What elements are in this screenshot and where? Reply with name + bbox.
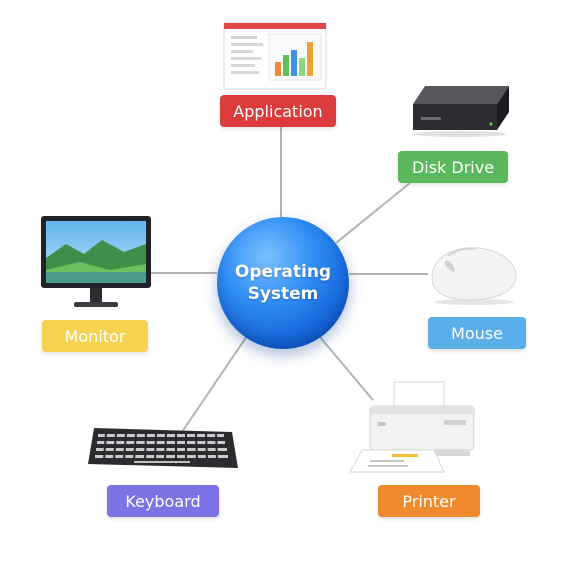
operating-system-hub: Operating System (217, 217, 349, 349)
connector-printer (319, 336, 374, 401)
mouse-tag: Mouse (428, 317, 526, 349)
connector-disk-drive (335, 182, 411, 244)
monitor-icon (41, 216, 151, 307)
application-tag: Application (220, 95, 336, 127)
application-window-icon (223, 22, 327, 90)
keyboard-label: Keyboard (125, 491, 201, 511)
keyboard-tag: Keyboard (107, 485, 219, 517)
printer-icon (349, 381, 475, 473)
mouse-label: Mouse (451, 323, 503, 343)
application-label: Application (233, 101, 323, 121)
monitor-tag: Monitor (42, 320, 148, 352)
operating-system-label: Operating System (234, 262, 332, 304)
mouse-icon (431, 247, 517, 305)
monitor-label: Monitor (64, 326, 126, 346)
keyboard-icon (88, 428, 238, 468)
printer-label: Printer (402, 491, 456, 511)
disk-drive-label: Disk Drive (411, 157, 495, 177)
disk-drive-icon (413, 86, 509, 137)
disk-drive-tag: Disk Drive (398, 151, 508, 183)
printer-tag: Printer (378, 485, 480, 517)
connector-keyboard (181, 335, 248, 433)
